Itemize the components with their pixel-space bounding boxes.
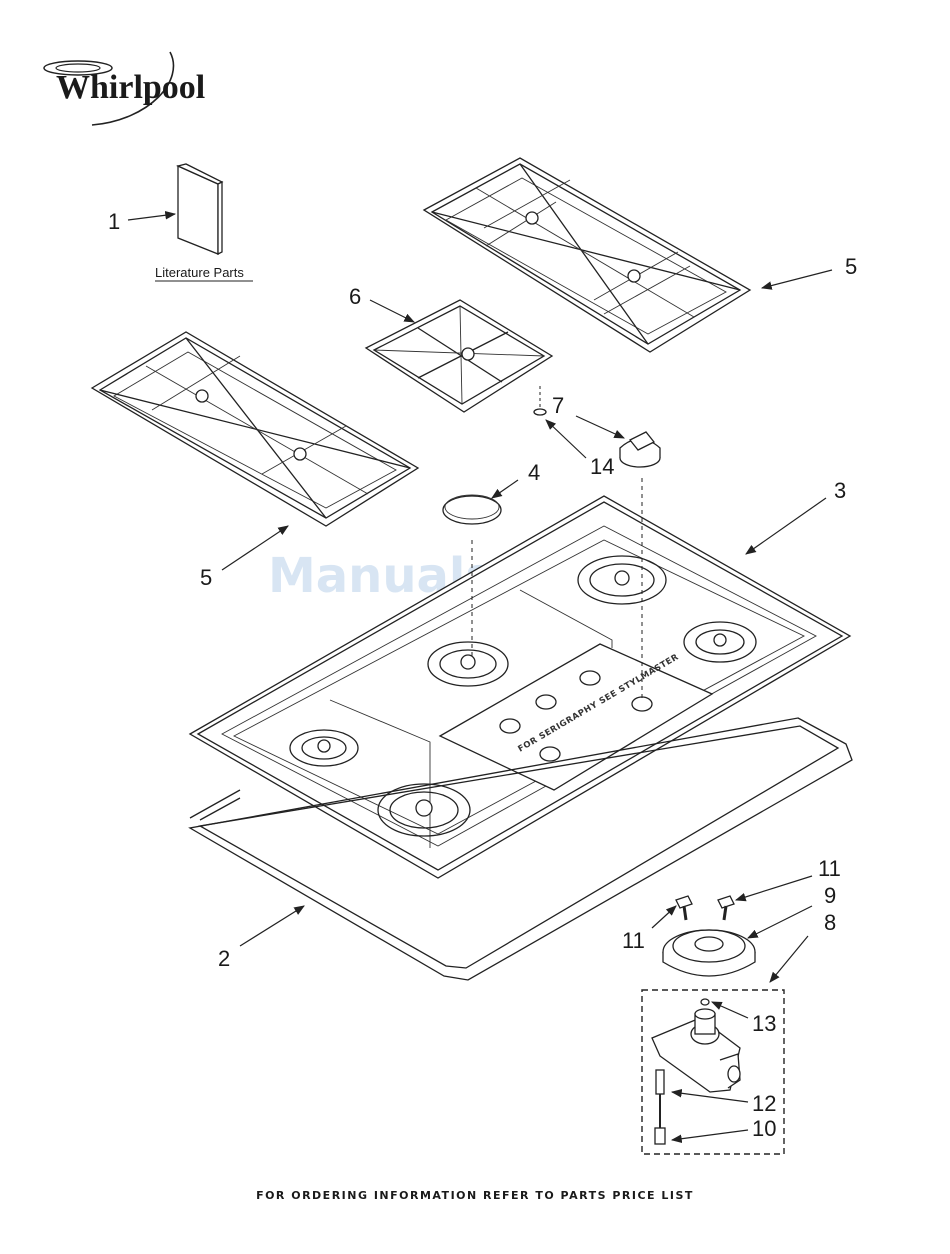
callout-3: 3 — [834, 478, 846, 503]
callout-11-left: 11 — [622, 928, 645, 953]
grate-large-left — [92, 332, 418, 526]
callout-6: 6 — [349, 284, 361, 309]
callout-11-right: 11 — [818, 856, 841, 881]
callout-9: 9 — [824, 883, 836, 908]
callout-1: 1 — [108, 209, 120, 234]
callout-10: 10 — [752, 1116, 776, 1141]
callout-7: 7 — [552, 393, 564, 418]
screw-left — [676, 896, 692, 920]
control-knob — [620, 432, 660, 467]
callout-5-left: 5 — [200, 565, 212, 590]
knob-clip — [534, 386, 546, 415]
grate-small-center — [366, 300, 552, 412]
ordering-footer: FOR ORDERING INFORMATION REFER TO PARTS … — [0, 1189, 950, 1202]
callout-4: 4 — [528, 460, 540, 485]
callout-14: 14 — [590, 454, 614, 479]
callout-2: 2 — [218, 946, 230, 971]
logo-text: Whirlpool — [56, 69, 205, 106]
callout-5-right: 5 — [845, 254, 857, 279]
callout-13: 13 — [752, 1011, 776, 1036]
whirlpool-logo: Whirlpool — [44, 52, 205, 125]
screw-right — [718, 896, 734, 920]
literature-label: Literature Parts — [155, 265, 244, 280]
callout-12: 12 — [752, 1091, 776, 1116]
callout-8: 8 — [824, 910, 836, 935]
burner-cap — [443, 495, 501, 524]
burner-head — [663, 930, 755, 976]
literature-part: Literature Parts — [155, 164, 253, 281]
